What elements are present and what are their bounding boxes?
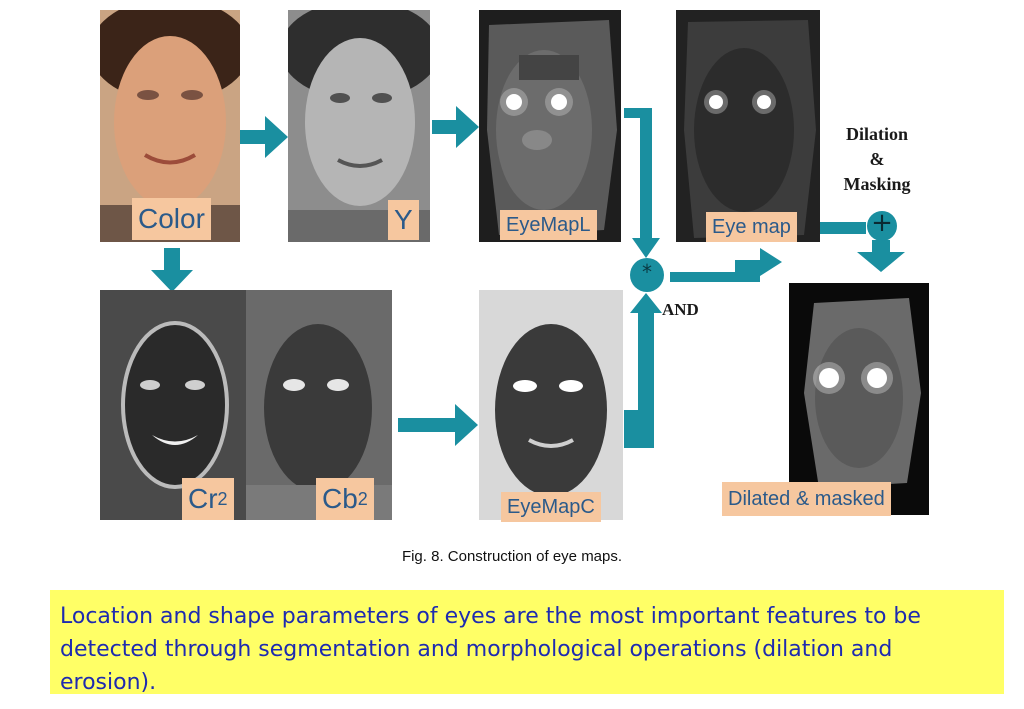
arrow-eyemapc-to-and [624,293,662,448]
eye-map-image [676,10,820,242]
arrow-and-to-eyemap [670,248,782,282]
arrow-plus-down [857,240,905,272]
label-color: Color [132,198,211,240]
figure-caption: Fig. 8. Construction of eye maps. [401,548,623,565]
label-cr2-sup: 2 [217,488,228,509]
dilation-line-2: & [869,149,885,169]
label-y: Y [388,200,419,240]
arrow-color-down [151,248,193,292]
multiply-symbol: * [642,260,652,284]
plus-node [867,211,897,241]
dilated-masked-image [789,283,929,515]
arrow-color-to-y [240,116,288,158]
label-eyemapc: EyeMapC [501,492,601,522]
eyemapc-image [479,290,623,520]
multiply-node [630,258,664,292]
label-dilated: Dilated & masked [722,482,891,516]
label-eyemapl: EyeMapL [500,210,597,240]
dilation-masking-note: Dilation & Masking [822,120,932,198]
eyemapl-image [479,10,621,242]
plus-symbol: + [871,208,893,238]
arrow-eyemapl-to-and [624,108,660,258]
label-cr2-base: Cr [188,483,218,514]
label-eye-map: Eye map [706,212,797,242]
highlight-note: Location and shape parameters of eyes ar… [50,590,1004,695]
dilation-line-1: Dilation [845,124,908,144]
dilation-line-3: Masking [843,174,911,194]
arrow-cb-to-eyemapc [398,404,478,446]
label-cb2-sup: 2 [357,488,368,509]
arrow-eyemap-to-plus [820,222,866,234]
label-cb2-base: Cb [322,483,358,514]
and-label: AND [662,300,699,319]
arrow-y-to-eyemapl [432,106,479,148]
